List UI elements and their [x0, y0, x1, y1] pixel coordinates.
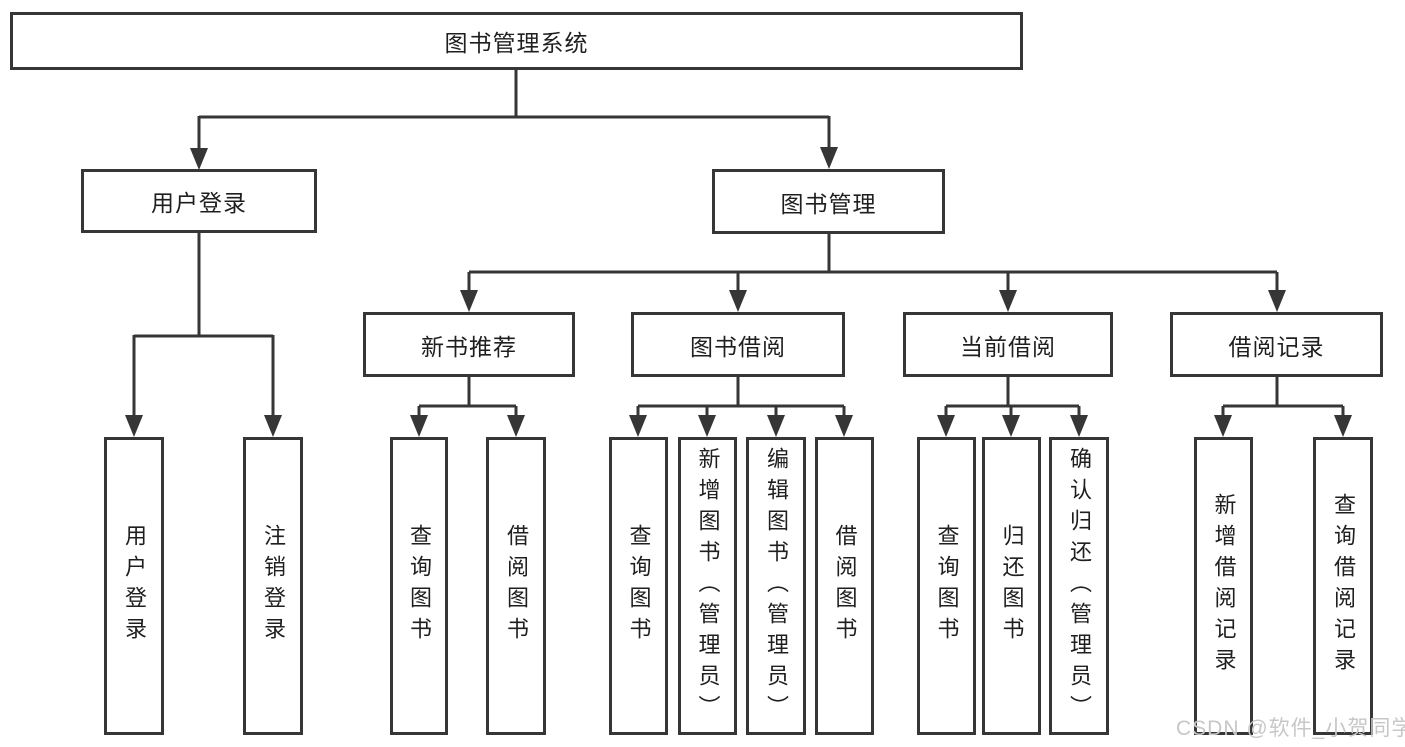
- node-label: 归还图书: [999, 524, 1025, 648]
- node-label: 借阅记录: [1228, 333, 1325, 360]
- node-leaf-cb-return-books: 归还图书: [982, 437, 1041, 735]
- node-label: 新增图书（管理员）: [695, 446, 721, 726]
- node-library-management-system: 图书管理系统: [10, 12, 1023, 70]
- node-book-management: 图书管理: [712, 169, 945, 234]
- node-label: 查询借阅记录: [1331, 493, 1356, 679]
- node-leaf-cb-query-books: 查询图书: [917, 437, 976, 735]
- node-leaf-nbr-query-books: 查询图书: [390, 437, 448, 735]
- node-label: 借阅图书: [832, 524, 858, 648]
- node-current-borrowing: 当前借阅: [903, 312, 1113, 377]
- node-leaf-cb-confirm-return: 确认归还（管理员）: [1049, 437, 1109, 735]
- node-label: 当前借阅: [960, 333, 1056, 360]
- node-label: 图书管理系统: [444, 30, 589, 56]
- node-new-book-recommend: 新书推荐: [363, 312, 575, 377]
- node-label: 图书管理: [780, 190, 877, 217]
- node-label: 图书借阅: [690, 333, 786, 360]
- node-label: 借阅图书: [504, 524, 529, 648]
- node-label: 用户登录: [151, 190, 247, 216]
- node-label: 新增借阅记录: [1211, 493, 1237, 679]
- node-book-borrowing: 图书借阅: [631, 312, 845, 377]
- node-leaf-bb-borrow-books: 借阅图书: [815, 437, 874, 735]
- node-leaf-bb-add-books: 新增图书（管理员）: [678, 437, 737, 735]
- node-label: 查询图书: [934, 524, 960, 648]
- node-leaf-logout: 注销登录: [243, 437, 303, 735]
- node-label: 注销登录: [261, 524, 286, 648]
- node-leaf-br-add-record: 新增借阅记录: [1194, 437, 1253, 735]
- node-user-login: 用户登录: [81, 169, 317, 233]
- node-label: 确认归还（管理员）: [1067, 446, 1092, 726]
- node-leaf-nbr-borrow-books: 借阅图书: [486, 437, 546, 735]
- node-leaf-br-query-record: 查询借阅记录: [1313, 437, 1373, 735]
- node-leaf-user-login: 用户登录: [104, 437, 164, 735]
- node-label: 查询图书: [407, 524, 432, 648]
- node-label: 编辑图书（管理员）: [764, 446, 789, 726]
- node-leaf-bb-edit-books: 编辑图书（管理员）: [746, 437, 806, 735]
- csdn-watermark: CSDN @软件_小贺同学: [1176, 717, 1405, 740]
- node-leaf-bb-query-books: 查询图书: [609, 437, 668, 735]
- node-label: 新书推荐: [421, 333, 517, 360]
- node-borrowing-records: 借阅记录: [1170, 312, 1383, 377]
- node-label: 查询图书: [626, 524, 652, 648]
- node-label: 用户登录: [122, 524, 147, 648]
